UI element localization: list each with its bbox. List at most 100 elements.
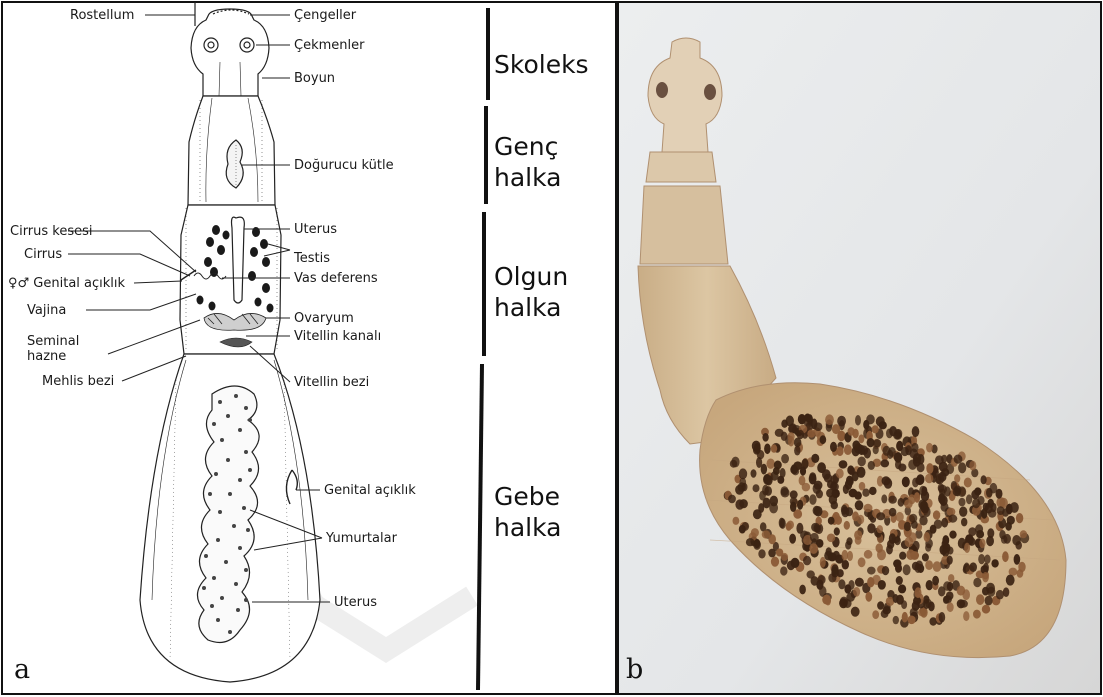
egg bbox=[1003, 534, 1011, 544]
egg bbox=[865, 592, 872, 602]
egg bbox=[847, 477, 853, 486]
egg bbox=[827, 534, 835, 543]
egg bbox=[753, 509, 762, 519]
egg bbox=[997, 506, 1005, 515]
egg bbox=[896, 564, 903, 573]
egg bbox=[758, 549, 765, 558]
egg bbox=[867, 567, 876, 575]
egg bbox=[867, 577, 874, 587]
panel-b-letter: b bbox=[626, 654, 643, 685]
egg bbox=[742, 522, 749, 531]
egg bbox=[768, 549, 776, 558]
egg bbox=[908, 460, 917, 470]
egg bbox=[818, 575, 826, 584]
egg bbox=[882, 566, 889, 575]
egg bbox=[915, 587, 922, 598]
egg bbox=[836, 446, 843, 456]
egg bbox=[947, 602, 954, 612]
region-gebe: Gebe bbox=[494, 482, 560, 511]
egg bbox=[939, 462, 948, 472]
egg bbox=[1006, 575, 1015, 586]
egg bbox=[954, 455, 963, 464]
label-vas-deferens: Vas deferens bbox=[294, 271, 378, 286]
egg bbox=[969, 562, 977, 572]
label-uterus-mature: Uterus bbox=[294, 222, 337, 237]
egg bbox=[845, 541, 851, 550]
egg bbox=[781, 553, 788, 561]
egg bbox=[873, 446, 879, 454]
label-hazne: hazne bbox=[27, 349, 66, 364]
egg bbox=[781, 486, 789, 496]
egg bbox=[791, 464, 797, 472]
egg bbox=[981, 508, 987, 518]
label-vajina: Vajina bbox=[27, 303, 66, 318]
egg bbox=[781, 454, 789, 464]
egg bbox=[849, 489, 858, 498]
region-olgun: Olgun bbox=[494, 262, 568, 291]
region-gebe-halka: halka bbox=[494, 513, 561, 542]
egg bbox=[728, 495, 736, 504]
egg bbox=[739, 499, 748, 508]
egg bbox=[797, 430, 805, 439]
egg bbox=[852, 511, 859, 521]
egg bbox=[762, 433, 768, 442]
egg bbox=[959, 507, 967, 517]
egg bbox=[921, 491, 929, 502]
egg bbox=[1020, 530, 1027, 538]
egg bbox=[881, 494, 887, 503]
panel-a-letter: a bbox=[14, 654, 30, 685]
egg bbox=[829, 495, 837, 505]
egg bbox=[1014, 554, 1021, 565]
egg bbox=[944, 486, 951, 496]
egg bbox=[1016, 513, 1023, 523]
egg bbox=[855, 500, 864, 510]
egg bbox=[972, 498, 980, 508]
egg bbox=[887, 450, 893, 459]
egg bbox=[800, 466, 806, 475]
egg bbox=[916, 474, 924, 484]
egg bbox=[948, 515, 957, 523]
egg bbox=[825, 596, 831, 606]
label-seminal: Seminal bbox=[27, 334, 79, 349]
egg bbox=[912, 601, 920, 611]
egg bbox=[947, 582, 953, 591]
egg bbox=[896, 512, 904, 522]
egg bbox=[902, 477, 910, 488]
region-genc: Genç bbox=[494, 132, 558, 161]
egg bbox=[828, 517, 835, 525]
egg bbox=[733, 517, 740, 525]
egg bbox=[896, 576, 903, 585]
egg bbox=[982, 587, 989, 596]
egg bbox=[938, 472, 947, 482]
egg bbox=[803, 556, 811, 566]
egg bbox=[949, 531, 956, 539]
egg bbox=[780, 566, 787, 575]
egg bbox=[809, 474, 817, 485]
egg bbox=[889, 508, 897, 517]
egg bbox=[925, 560, 933, 570]
egg bbox=[824, 474, 832, 483]
egg bbox=[807, 430, 815, 438]
egg bbox=[976, 594, 984, 605]
egg bbox=[905, 537, 914, 547]
egg bbox=[908, 616, 916, 625]
label-rostellum: Rostellum bbox=[70, 8, 134, 23]
egg bbox=[901, 600, 907, 609]
region-skoleks: Skoleks bbox=[494, 50, 589, 79]
egg bbox=[961, 518, 967, 527]
egg bbox=[824, 551, 832, 561]
egg bbox=[830, 482, 839, 491]
egg bbox=[867, 438, 875, 447]
egg bbox=[909, 514, 917, 523]
egg bbox=[918, 608, 926, 616]
egg bbox=[854, 530, 862, 540]
egg bbox=[864, 504, 873, 513]
label-ovaryum: Ovaryum bbox=[294, 311, 354, 326]
egg bbox=[789, 534, 796, 544]
egg bbox=[794, 446, 800, 456]
egg bbox=[925, 474, 933, 483]
egg bbox=[888, 496, 897, 504]
egg bbox=[959, 600, 968, 608]
egg bbox=[740, 478, 747, 487]
